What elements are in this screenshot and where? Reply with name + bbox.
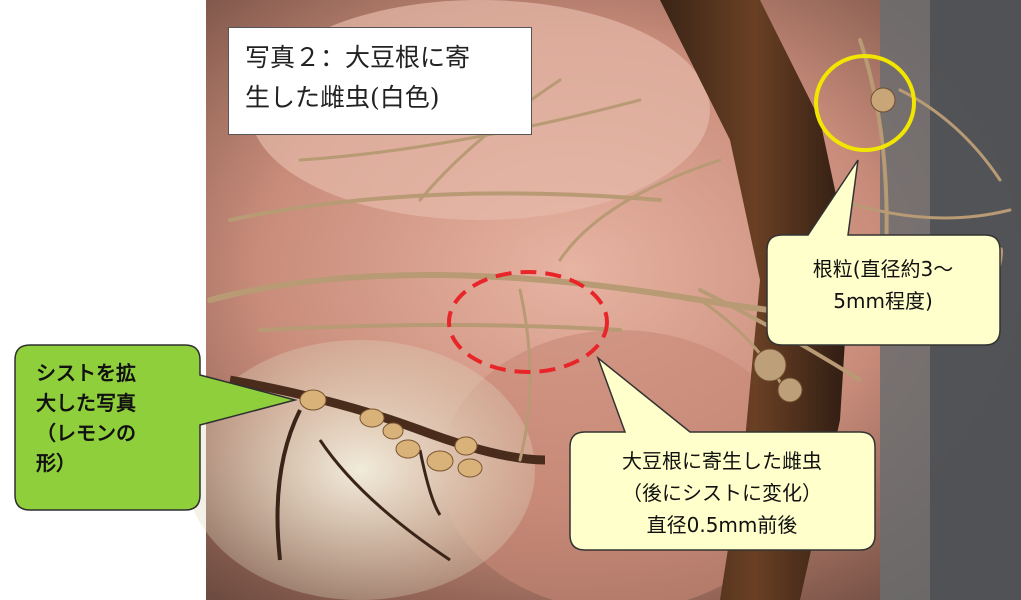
caption-line-1: 写真２：大豆根に寄	[245, 43, 471, 72]
nodule-highlight-circle	[814, 54, 916, 152]
cyst-label-line-1: シストを拡	[36, 361, 136, 385]
photo-caption-box: 写真２：大豆根に寄 生した雌虫(白色)	[228, 27, 532, 135]
nematode-label-line-1: 大豆根に寄生した雌虫	[622, 449, 822, 473]
cyst-label-line-4: 形）	[36, 451, 76, 475]
cyst-magnified-label: シストを拡 大した写真 （レモンの 形）	[36, 358, 186, 478]
nematode-highlight-circle	[447, 270, 609, 374]
nematode-label-line-2: （後にシストに変化）	[622, 481, 822, 505]
nodule-label-line-2: 5mm程度)	[833, 289, 933, 313]
nodule-callout-shape	[766, 159, 1001, 346]
nodule-label: 根粒(直径約3～ 5mm程度)	[768, 253, 998, 317]
green-callout-shape	[14, 344, 298, 511]
cyst-label-line-3: （レモンの	[36, 421, 136, 445]
root-nodules	[753, 87, 896, 403]
nematode-callout-shape	[569, 355, 876, 551]
nodule-label-line-1: 根粒(直径約3～	[812, 257, 954, 281]
cyst-label-line-2: 大した写真	[36, 391, 136, 415]
caption-line-2: 生した雌虫(白色)	[245, 83, 440, 112]
nematode-label: 大豆根に寄生した雌虫 （後にシストに変化） 直径0.5mm前後	[572, 445, 872, 541]
nematode-label-line-3: 直径0.5mm前後	[646, 513, 798, 537]
